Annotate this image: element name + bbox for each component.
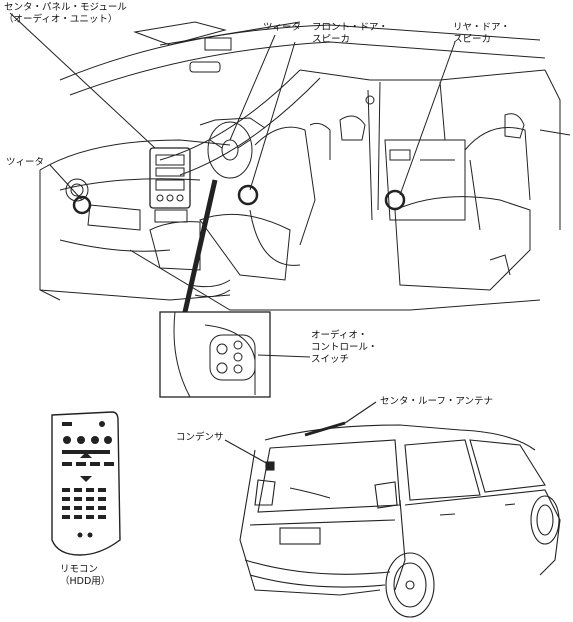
label-roof-antenna: センタ・ルーフ・アンテナ <box>380 396 494 407</box>
label-audio-switch-line1: オーディオ・ <box>311 330 368 341</box>
label-remote: リモコン （HDD用） <box>60 564 110 588</box>
label-remote-line1: リモコン <box>60 564 99 575</box>
label-condenser: コンデンサ <box>176 432 224 443</box>
label-front-door-speaker: フロント・ドア・ スピーカ <box>312 22 388 46</box>
label-rear-door-speaker-line1: リヤ・ドア・ <box>453 22 511 33</box>
label-center-panel-module: センタ・パネル・モジュール （オーディオ・ユニット） <box>4 2 127 26</box>
label-front-door-speaker-line1: フロント・ドア・ <box>312 22 389 33</box>
label-front-door-speaker-line2: スピーカ <box>312 34 351 45</box>
label-rear-door-speaker-line2: スピーカ <box>453 34 492 45</box>
label-audio-switch-line2: コントロール・ <box>311 342 378 353</box>
label-audio-control-switch: オーディオ・ コントロール・ スイッチ <box>311 330 378 366</box>
label-center-panel-line2: （オーディオ・ユニット） <box>4 14 118 25</box>
label-remote-line2: （HDD用） <box>60 576 111 587</box>
label-audio-switch-line3: スイッチ <box>311 354 350 365</box>
label-tweeter-left: ツィータ <box>6 157 45 168</box>
label-tweeter-top: ツィータ <box>263 22 302 33</box>
label-rear-door-speaker: リヤ・ドア・ スピーカ <box>453 22 510 46</box>
label-center-panel-line1: センタ・パネル・モジュール <box>4 2 127 13</box>
